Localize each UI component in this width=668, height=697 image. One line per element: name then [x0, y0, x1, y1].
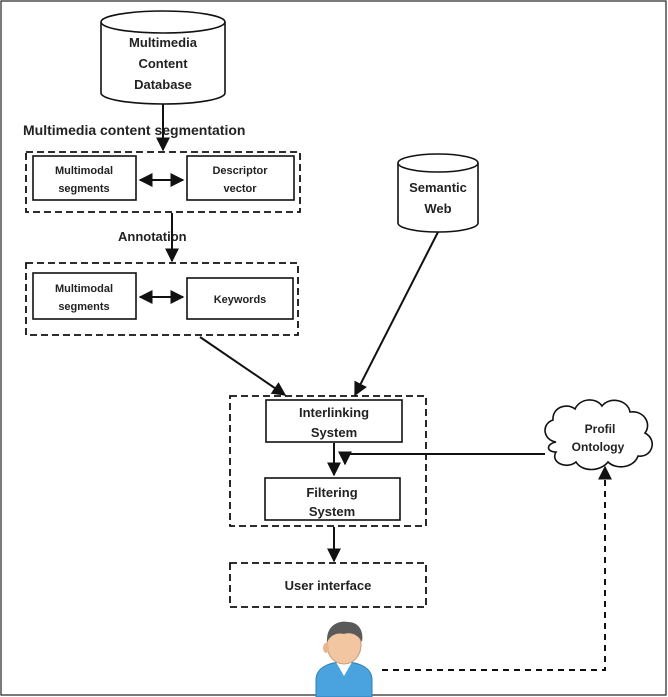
multimodal-segments-box-1	[32, 155, 137, 201]
multimedia-database: Multimedia Content Database	[100, 10, 226, 105]
arrow-semanticweb-to-interlinking	[354, 231, 439, 397]
descriptor-vector-line-2: vector	[223, 183, 257, 195]
db-line-2: Content	[138, 56, 188, 71]
user-interface-box	[229, 562, 427, 608]
user-interface-label: User interface	[285, 578, 372, 593]
arrow-annotation-to-interlinking	[199, 336, 287, 396]
db-line-3: Database	[134, 77, 192, 92]
interlinking-line-1: Interlinking	[299, 405, 369, 420]
multimodal-segments-1-line-1: Multimodal	[55, 165, 113, 177]
segmentation-group	[25, 151, 301, 213]
profil-line-1: Profil	[585, 422, 616, 436]
semantic-web-line-2: Web	[424, 201, 451, 216]
keywords-label: Keywords	[214, 294, 267, 306]
semantic-web-database: Semantic Web	[397, 153, 479, 233]
filtering-line-1: Filtering	[306, 485, 357, 500]
multimodal-segments-2-line-2: segments	[58, 301, 109, 313]
db-line-1: Multimedia	[129, 35, 198, 50]
multimodal-segments-2-line-1: Multimodal	[55, 283, 113, 295]
processing-group	[229, 395, 427, 527]
multimodal-segments-1-line-2: segments	[58, 183, 109, 195]
annotation-label: Annotation	[118, 229, 187, 244]
keywords-box	[186, 277, 294, 320]
arrow-ontology-to-filtering	[338, 451, 545, 466]
segmentation-label: Multimedia content segmentation	[23, 122, 245, 138]
profil-line-2: Ontology	[572, 440, 625, 454]
multimodal-segments-box-2	[32, 272, 137, 320]
filtering-line-2: System	[309, 504, 355, 519]
profil-ontology-cloud: Profil Ontology	[544, 399, 653, 471]
descriptor-vector-line-1: Descriptor	[212, 165, 268, 177]
descriptor-vector-box	[186, 155, 295, 201]
filtering-system-box	[264, 477, 401, 521]
user-icon	[315, 621, 373, 697]
arrow-user-to-ontology	[382, 465, 612, 671]
interlinking-line-2: System	[311, 425, 357, 440]
annotation-group	[25, 262, 299, 336]
interlinking-system-box	[265, 399, 403, 443]
semantic-web-line-1: Semantic	[409, 180, 467, 195]
